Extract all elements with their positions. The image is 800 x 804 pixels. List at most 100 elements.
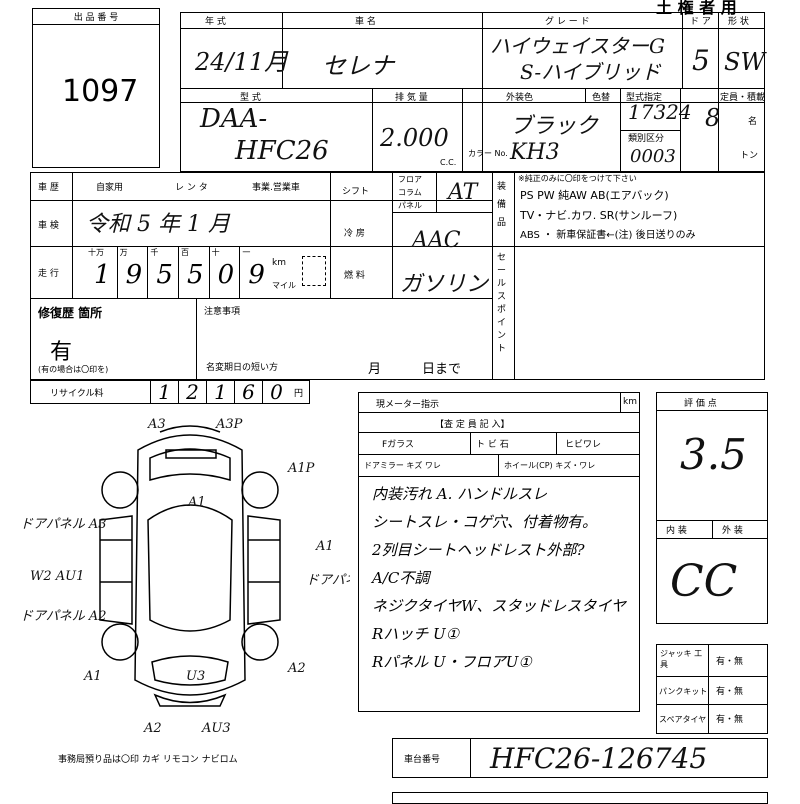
mileage-unit-label: 百 (181, 248, 189, 257)
damage-mark: AU3 (201, 721, 231, 736)
damage-mark: ドアパネル A2 (20, 609, 107, 624)
displacement-label: 排 気 量 (395, 93, 428, 103)
mileage-digit: 5 (156, 260, 173, 290)
mileage-digit: 9 (248, 260, 265, 290)
damage-mark: A1 (315, 539, 334, 554)
mirror-label[interactable]: ドアミラー キズ ワレ (364, 461, 441, 470)
tool-jack-value[interactable]: 有・無 (716, 657, 744, 667)
damage-mark: A1P (287, 461, 315, 476)
equipment-line1[interactable]: PS PW 純AW AB(エアバック) (520, 189, 669, 202)
history-opt-private[interactable]: 自家用 (96, 183, 124, 193)
name-change-month: 月 (368, 362, 382, 377)
vehicle-table (180, 12, 765, 172)
shift-opt-panel[interactable]: パネル (398, 201, 422, 210)
recycle-label: リサイクル料 (50, 389, 104, 399)
shift-label: シフト (342, 187, 370, 197)
cc-label: C.C. (440, 158, 457, 167)
inspector-line: 内装汚れ A. ハンドルスレ (372, 485, 548, 503)
inspection-label: 車 検 (38, 221, 59, 231)
model-value-2: HFC26 (235, 136, 329, 166)
damage-mark: W2 AU1 (30, 569, 84, 584)
capacity-unit2: トン (740, 151, 759, 161)
recycle-digit: 6 (234, 380, 262, 404)
score-label: 評 価 点 (684, 399, 717, 409)
equipment-line2[interactable]: TV・ナビ.カワ. SR(サンルーフ) (520, 209, 678, 222)
name-change-day: 日まで (422, 362, 462, 377)
model-label: 型 式 (240, 93, 261, 103)
wheel-rear-right (241, 623, 279, 661)
color-label: 外装色 (506, 93, 534, 103)
grade-label: グ レ ー ド (545, 17, 590, 27)
inspector-line: Rハッチ U① (372, 625, 460, 643)
meter-unit: km (623, 397, 637, 407)
damage-mark: A2 (143, 721, 162, 736)
shift-opt-column[interactable]: コラム (398, 188, 422, 197)
name-change-label: 名変期日の短い方 (206, 363, 279, 373)
mileage-unit-label: 万 (119, 248, 128, 257)
inspector-box (358, 392, 640, 712)
chassis-box (392, 738, 768, 778)
glass-opts[interactable]: ト ビ 石 (476, 440, 509, 450)
tool-puncture-value[interactable]: 有・無 (716, 687, 744, 697)
fuel-value: ガソリン (400, 272, 489, 297)
notes-label: 注意事項 (204, 307, 241, 317)
recycle-digit: 2 (178, 380, 206, 404)
damage-mark: ドアパネル A3 W2 (306, 573, 350, 588)
damage-mark: A2 (287, 661, 306, 676)
color-no-value: KH3 (510, 140, 560, 165)
equipment-line3[interactable]: ABS ・ 新車保証書←(注) 後日送りのみ (520, 230, 696, 241)
mileage-label: 走 行 (38, 269, 59, 279)
interior-label: 内 装 (666, 526, 687, 536)
wheel-label[interactable]: ホイール(CP) キズ・ワレ (504, 461, 596, 470)
shape-value: SW (724, 48, 766, 76)
mileage-digit: 9 (125, 260, 143, 290)
inspector-line: 2列目シートヘッドレスト外部? (372, 541, 585, 559)
repair-label: 修復歴 箇所 (38, 306, 103, 320)
mile-label: マイル (272, 281, 296, 290)
year-label: 年 式 (205, 17, 226, 27)
lot-number: 1097 (62, 74, 139, 109)
history-opt-business[interactable]: 事業.営業車 (252, 183, 300, 193)
type-designation-label: 型式指定 (626, 93, 663, 103)
tool-spare-value[interactable]: 有・無 (716, 715, 744, 725)
name-value: セレナ (322, 52, 394, 80)
bottom-box (392, 792, 768, 804)
mile-checkbox[interactable] (302, 256, 326, 286)
recycle-digit: 0 (262, 380, 290, 404)
mileage-digit: 5 (187, 260, 204, 290)
ac-label: 冷 房 (344, 229, 365, 239)
wheel-rear-left (101, 623, 139, 661)
history-label: 車 歴 (38, 183, 59, 193)
equipment-label: 装備品 (497, 182, 507, 228)
lot-box (32, 8, 160, 168)
damage-mark: A3P (215, 417, 243, 432)
damage-mark: A1 (187, 495, 206, 510)
km-label: km (272, 258, 286, 268)
wheel-front-left (101, 471, 139, 509)
inspector-lines: 内装汚れ A. ハンドルスレシートスレ・コゲ穴、付着物有。2列目シートヘッドレス… (372, 480, 636, 676)
shift-opt-floor[interactable]: フロア (398, 175, 422, 184)
mileage-digit: 0 (217, 260, 235, 290)
tool-jack-label: ジャッキ 工 具 (660, 649, 703, 669)
color-change-label: 色替 (592, 93, 611, 103)
int-ext-value: CC (670, 556, 738, 607)
grade-value-1: ハイウェイスターG (490, 34, 665, 58)
exterior-label: 外 装 (722, 526, 743, 536)
history-opt-rental[interactable]: レ ン タ (175, 183, 208, 193)
inspection-value: 令和 5 年 1 月 (86, 212, 230, 237)
shift-value: AT (448, 180, 478, 205)
tool-puncture-label: パンクキット (659, 687, 708, 696)
mileage-unit-label: 十 (211, 248, 220, 257)
capacity-value: 8 (705, 104, 721, 132)
glass-crack[interactable]: ヒビワレ (565, 440, 602, 450)
inspector-line: ネジクタイヤW、スタッドレスタイヤ (372, 597, 626, 615)
glass-label: Fガラス (382, 440, 414, 450)
capacity-label: 定員・積載 (720, 93, 766, 103)
mileage-digit: 1 (94, 260, 111, 290)
